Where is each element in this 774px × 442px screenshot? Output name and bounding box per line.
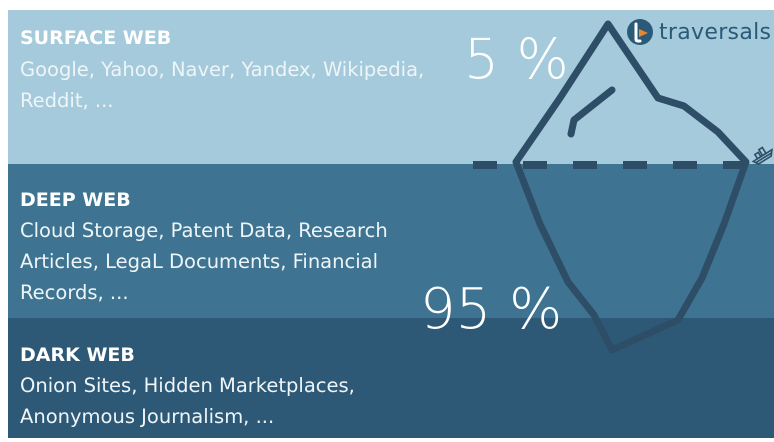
dark-web-band: DARK WEB Onion Sites, Hidden Marketplace… [8,318,774,438]
deep-web-band: DEEP WEB Cloud Storage, Patent Data, Res… [8,164,774,318]
deep-web-description: Cloud Storage, Patent Data, Research Art… [20,219,388,304]
iceberg-outline [512,20,750,354]
surface-web-title: SURFACE WEB [20,27,172,49]
surface-web-description: Google, Yahoo, Naver, Yandex, Wikipedia,… [20,58,425,112]
iceberg-crack [567,86,616,138]
dark-web-description: Onion Sites, Hidden Marketplaces, Anonym… [20,374,355,428]
traversals-logo-icon [627,19,653,45]
deep-web-title: DEEP WEB [20,189,131,211]
ship-icon [751,146,773,165]
iceberg-icon [473,20,750,354]
brand-logo: traversals [626,16,771,48]
dark-web-title: DARK WEB [20,344,135,366]
deep-percent-label: 95 % [420,277,563,342]
iceberg-infographic: SURFACE WEB Google, Yahoo, Naver, Yandex… [8,10,774,438]
brand-name: traversals [659,19,772,45]
surface-percent-label: 5 % [464,27,569,91]
